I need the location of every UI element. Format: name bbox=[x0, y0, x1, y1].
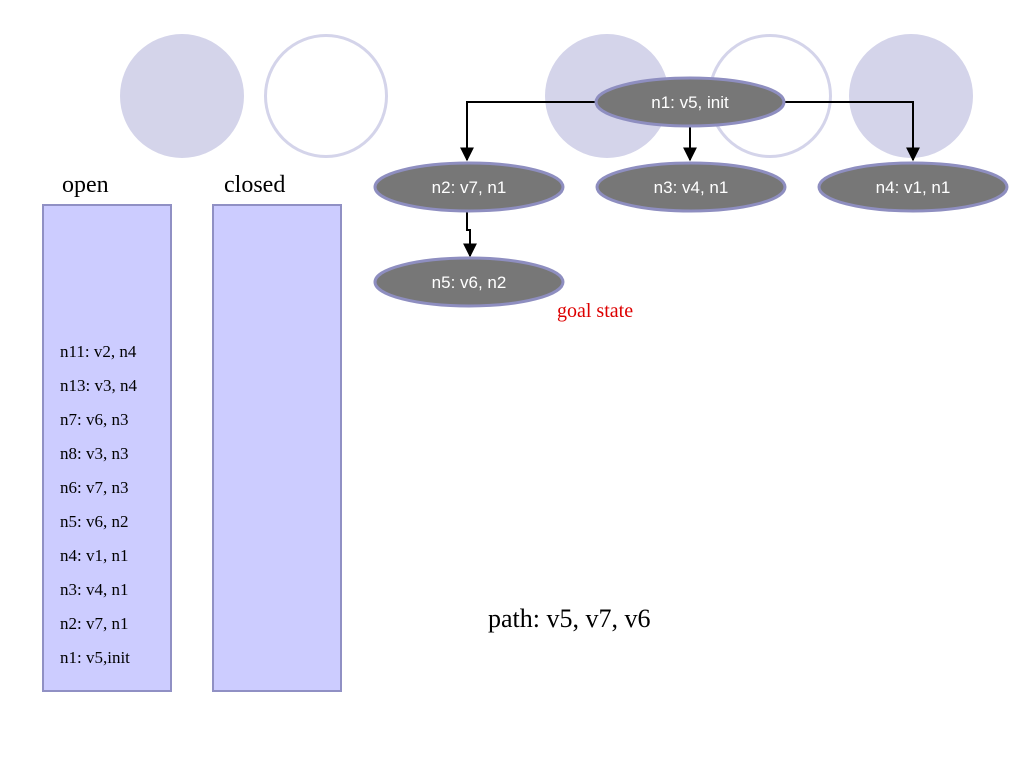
tree-node-label: n3: v4, n1 bbox=[654, 178, 729, 197]
open-list-item: n13: v3, n4 bbox=[60, 376, 137, 395]
tree-node-label: n4: v1, n1 bbox=[876, 178, 951, 197]
open-list-box bbox=[42, 204, 172, 692]
tree-node-n5: n5: v6, n2 bbox=[373, 256, 565, 308]
tree-edge-n2-n5 bbox=[463, 211, 477, 258]
open-list-item: n11: v2, n4 bbox=[60, 342, 137, 361]
decorative-ring bbox=[264, 34, 388, 158]
open-list-item: n5: v6, n2 bbox=[60, 512, 129, 531]
tree-node-n2: n2: v7, n1 bbox=[373, 161, 565, 213]
open-list-item: n7: v6, n3 bbox=[60, 410, 129, 429]
tree-edge-n1-n4 bbox=[782, 101, 920, 162]
tree-node-n1: n1: v5, init bbox=[594, 76, 786, 128]
tree-node-label: n5: v6, n2 bbox=[432, 273, 507, 292]
goal-state-label: goal state bbox=[557, 300, 634, 322]
open-list-item: n8: v3, n3 bbox=[60, 444, 129, 463]
open-list-items: n11: v2, n4 n13: v3, n4 n7: v6, n3 n8: v… bbox=[60, 340, 137, 680]
tree-node-label: n2: v7, n1 bbox=[432, 178, 507, 197]
tree-node-n3: n3: v4, n1 bbox=[595, 161, 787, 213]
decorative-circle bbox=[849, 34, 973, 158]
closed-list-box bbox=[212, 204, 342, 692]
tree-node-n4: n4: v1, n1 bbox=[817, 161, 1009, 213]
open-list-item: n1: v5,init bbox=[60, 648, 130, 667]
path-result: path: v5, v7, v6 bbox=[488, 604, 651, 633]
open-list-item: n6: v7, n3 bbox=[60, 478, 129, 497]
open-list-item: n4: v1, n1 bbox=[60, 546, 129, 565]
decorative-circle bbox=[120, 34, 244, 158]
closed-list-label: closed bbox=[224, 172, 286, 198]
open-list-item: n2: v7, n1 bbox=[60, 614, 129, 633]
tree-edge-n1-n2 bbox=[460, 101, 600, 162]
open-list-label: open bbox=[62, 172, 109, 198]
open-list-item: n3: v4, n1 bbox=[60, 580, 129, 599]
tree-node-label: n1: v5, init bbox=[651, 93, 729, 112]
